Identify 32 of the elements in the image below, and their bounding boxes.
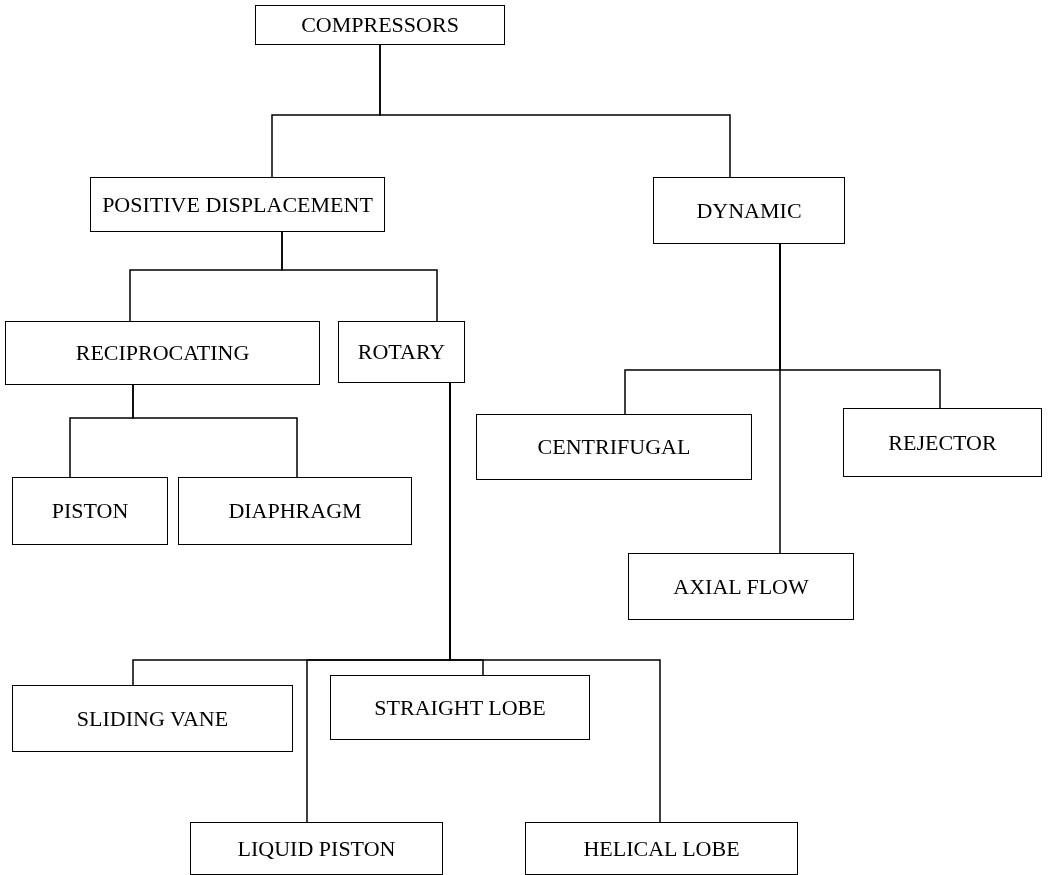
category-box: [628, 553, 854, 620]
category-label: STRAIGHT LOBE: [374, 694, 546, 721]
category-box: [178, 477, 412, 545]
category-box: [12, 477, 168, 545]
category-box: [5, 321, 320, 385]
category-box: [843, 408, 1042, 477]
category-label: DIAPHRAGM: [228, 498, 362, 524]
category-label: DYNAMIC: [696, 197, 802, 224]
category-box: [90, 177, 385, 232]
category-box: [255, 5, 505, 45]
category-box: [330, 675, 590, 740]
category-label: PISTON: [51, 498, 129, 524]
category-label: POSITIVE DISPLACEMENT: [102, 191, 373, 218]
connector-line: [132, 384, 298, 478]
category-label: SLIDING VANE: [76, 705, 229, 732]
category-box: [338, 321, 465, 383]
connector-line: [281, 231, 438, 322]
category-box: [12, 685, 293, 752]
connector-line: [779, 243, 781, 554]
category-box: [525, 822, 798, 875]
category-label: RECIPROCATING: [75, 340, 250, 366]
category-label: LIQUID PISTON: [237, 835, 396, 862]
category-box: [476, 414, 752, 480]
category-label: COMPRESSORS: [301, 12, 459, 38]
category-label: AXIAL FLOW: [673, 573, 809, 600]
category-label: REJECTOR: [888, 429, 997, 456]
category-label: HELICAL LOBE: [583, 835, 740, 862]
category-box: [190, 822, 443, 875]
connector-line: [379, 44, 731, 178]
category-label: CENTRIFUGAL: [537, 434, 691, 460]
category-box: [653, 177, 845, 244]
category-label: ROTARY: [357, 339, 446, 365]
